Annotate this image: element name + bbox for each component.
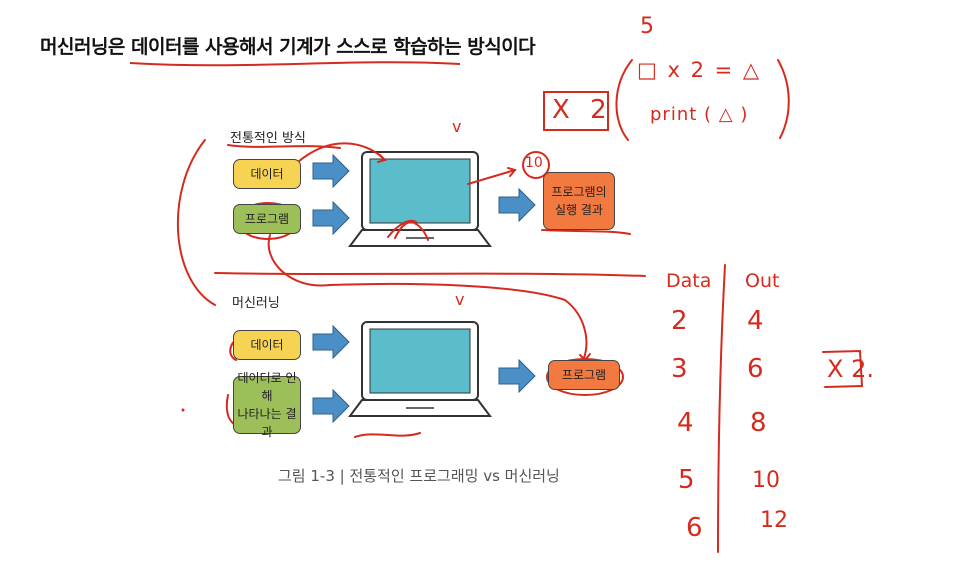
stray-dot — [181, 408, 185, 412]
box-traditional-data: 데이터 — [233, 159, 301, 189]
table-header-data: Data — [666, 270, 712, 292]
table-out-value: 10 — [752, 468, 780, 493]
figure-caption: 그림 1-3 | 전통적인 프로그래밍 vs 머신러닝 — [278, 467, 560, 485]
box-ml-result: 데이터로 인해 나타나는 결과 — [233, 371, 301, 439]
heading-underline — [129, 61, 461, 67]
annotation-check-ml: v — [455, 290, 465, 309]
arrow-ml-laptop-to-program — [498, 359, 536, 393]
laptop-traditional — [349, 151, 491, 247]
table-data-value: 6 — [686, 513, 703, 543]
result-line1: 프로그램의 — [551, 185, 607, 199]
annotation-formula-line2: print ( △ ) — [650, 104, 749, 125]
section-label-traditional: 전통적인 방식 — [230, 131, 306, 146]
arrow-data-to-laptop — [312, 154, 350, 188]
table-out-value: 8 — [750, 408, 767, 438]
arrow-ml-data-to-laptop — [312, 325, 350, 359]
ml-result-line2: 나타나는 결과 — [237, 407, 297, 439]
ml-result-line1: 데이터로 인해 — [237, 371, 297, 403]
section-label-ml: 머신러닝 — [232, 296, 280, 311]
box-ml-program: 프로그램 — [548, 360, 620, 390]
annotation-formula-line1: □ x 2 = △ — [637, 58, 762, 82]
annotation-ten: 10 — [525, 155, 543, 171]
annotation-times-two: X 2 — [552, 95, 613, 125]
table-header-out: Out — [745, 270, 780, 292]
box-ml-data: 데이터 — [233, 330, 301, 360]
annotation-check-traditional: v — [452, 117, 462, 136]
annotation-times-two-right: X 2. — [827, 355, 874, 383]
table-out-value: 4 — [747, 306, 764, 336]
arrow-program-to-laptop — [312, 201, 350, 235]
table-data-value: 3 — [671, 354, 688, 384]
table-data-value: 5 — [678, 465, 695, 495]
table-out-value: 6 — [747, 354, 764, 384]
table-out-value: 12 — [760, 508, 788, 533]
annotation-five: 5 — [640, 14, 654, 39]
arrow-ml-result-to-laptop — [312, 389, 350, 423]
box-traditional-result: 프로그램의 실행 결과 — [543, 172, 615, 230]
laptop-ml — [349, 321, 491, 417]
table-data-value: 2 — [671, 306, 688, 336]
page-heading: 머신러닝은 데이터를 사용해서 기계가 스스로 학습하는 방식이다 — [40, 36, 536, 58]
box-traditional-program: 프로그램 — [233, 204, 301, 234]
arrow-laptop-to-result — [498, 188, 536, 222]
table-data-value: 4 — [677, 408, 694, 438]
result-line2: 실행 결과 — [555, 203, 603, 217]
